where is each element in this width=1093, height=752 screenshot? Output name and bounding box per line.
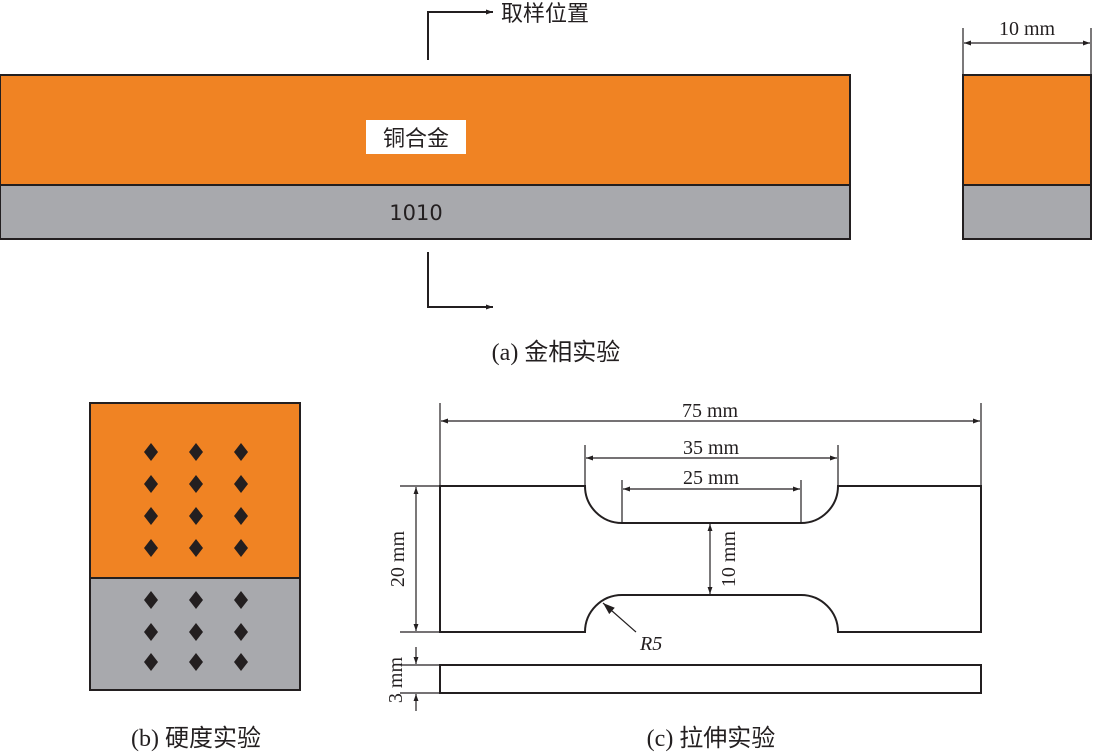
hardness-indent — [234, 539, 248, 557]
gauge-length-label: 25 mm — [683, 467, 740, 489]
hardness-indent — [234, 653, 248, 671]
section-width-label: 10 mm — [999, 18, 1056, 40]
panel-a: 铜合金 1010 取样位置 10 mm (a) 金相实验 — [0, 2, 1092, 366]
hardness-indent — [144, 591, 158, 609]
fillet-radius-label: R5 — [639, 633, 662, 655]
hardness-indent — [189, 507, 203, 525]
hardness-indent — [144, 507, 158, 525]
hardness-indent — [189, 475, 203, 493]
indent-grid — [144, 443, 248, 671]
hardness-indent — [189, 653, 203, 671]
steel-layer — [0, 184, 851, 240]
specimen-side-view — [439, 664, 982, 694]
hardness-indent — [144, 653, 158, 671]
hardness-indent — [234, 443, 248, 461]
section-steel — [962, 184, 1092, 240]
overall-length-label: 75 mm — [682, 400, 739, 422]
panel-c: 75 mm 35 mm 25 mm 20 mm 10 mm R5 3 mm (c… — [385, 400, 982, 752]
caption-b: (b) 硬度实验 — [131, 725, 261, 752]
gauge-width-label: 10 mm — [718, 531, 740, 588]
thickness-label: 3 mm — [385, 657, 407, 704]
copper-label-box — [366, 120, 466, 154]
hardness-indent — [189, 539, 203, 557]
fillet-radius-leader — [602, 602, 637, 633]
steel-label: 1010 — [389, 201, 442, 225]
hardness-indent — [144, 443, 158, 461]
hardness-indent — [144, 539, 158, 557]
panel-b: (b) 硬度实验 — [89, 402, 301, 752]
hardness-indent — [234, 507, 248, 525]
caption-a: (a) 金相实验 — [492, 339, 621, 366]
sampling-label: 取样位置 — [501, 2, 589, 27]
copper-label: 铜合金 — [383, 127, 449, 152]
hardness-indent — [189, 591, 203, 609]
hardness-indent — [234, 623, 248, 641]
shoulder-span-label: 35 mm — [683, 437, 740, 459]
hardness-indent — [144, 475, 158, 493]
sampling-arrow-top — [427, 9, 493, 60]
grip-width-label: 20 mm — [387, 531, 409, 588]
sampling-arrow-bottom — [427, 252, 493, 310]
hardness-indent — [189, 623, 203, 641]
caption-c: (c) 拉伸实验 — [647, 725, 776, 752]
hardness-indent — [234, 475, 248, 493]
hardness-indent — [234, 591, 248, 609]
hardness-indent — [189, 443, 203, 461]
section-copper — [962, 74, 1092, 186]
hardness-indent — [144, 623, 158, 641]
